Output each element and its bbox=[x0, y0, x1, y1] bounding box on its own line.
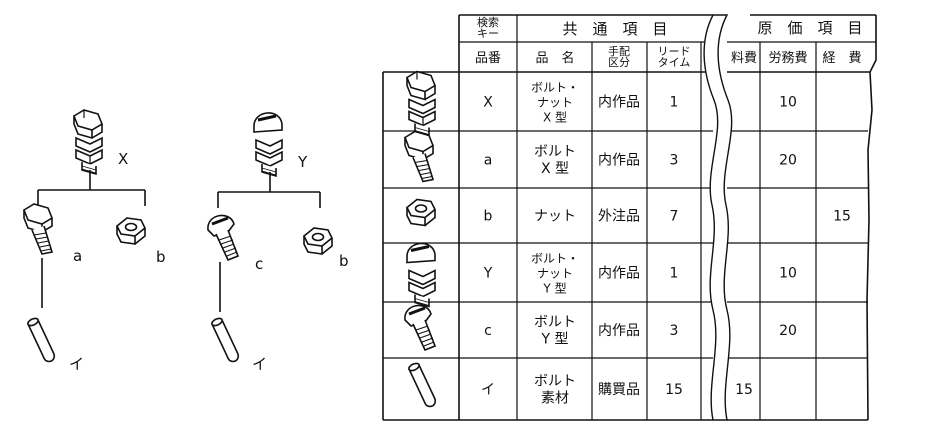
parts-master-table: 検索キー 共 通 項 目 原 価 項 目 品番 品 名 手配区分 リードタイム … bbox=[382, 14, 877, 421]
table-row: イ ボルト素材 購買品 15 15 bbox=[406, 361, 753, 408]
cell-arrangement: 外注品 bbox=[598, 209, 640, 225]
tree-y-branch-lines bbox=[217, 172, 321, 208]
nut-icon bbox=[303, 227, 333, 255]
round-bolt-icon bbox=[206, 213, 240, 262]
cell-expense: 15 bbox=[833, 209, 851, 225]
tree-x-branch-lines bbox=[37, 170, 146, 206]
cell-lead-time: 3 bbox=[670, 153, 679, 169]
cell-labor-cost: 10 bbox=[779, 266, 797, 282]
cell-labor-cost: 10 bbox=[779, 95, 797, 111]
tree-x-child-label-a: a bbox=[73, 247, 82, 265]
cell-lead-time: 3 bbox=[670, 323, 679, 339]
cell-lead-time: 7 bbox=[670, 209, 679, 225]
round-bolt-nut-icon bbox=[405, 241, 437, 308]
header-part-name: 品 名 bbox=[535, 50, 574, 66]
header-expense: 経 費 bbox=[822, 51, 861, 66]
header-arrangement: 手配区分 bbox=[608, 44, 630, 69]
header-material-cost: 料費 bbox=[731, 51, 757, 66]
bolt-icon bbox=[404, 130, 434, 183]
rod-material-icon bbox=[406, 361, 437, 408]
header-group-common: 共 通 項 目 bbox=[562, 20, 667, 38]
table-break-mark bbox=[703, 14, 733, 421]
cell-lead-time: 1 bbox=[670, 266, 679, 282]
cell-part-name: ナット bbox=[534, 209, 576, 225]
cell-part-no: X bbox=[483, 95, 493, 111]
rod-material-icon bbox=[25, 316, 56, 363]
table-row: b ナット 外注品 7 15 bbox=[406, 198, 851, 227]
nut-icon bbox=[116, 217, 146, 245]
header-part-no: 品番 bbox=[475, 51, 501, 66]
header-group-cost: 原 価 項 目 bbox=[757, 19, 862, 37]
cell-part-no: a bbox=[484, 153, 493, 169]
cell-labor-cost: 20 bbox=[779, 153, 797, 169]
cell-lead-time: 15 bbox=[665, 382, 683, 398]
bolt-nut-icon bbox=[73, 109, 103, 175]
cell-part-no: イ bbox=[481, 382, 495, 398]
cell-material-cost: 15 bbox=[735, 382, 753, 398]
tree-x-parent-label: X bbox=[118, 150, 128, 168]
cell-arrangement: 内作品 bbox=[598, 95, 640, 111]
cell-part-no: c bbox=[484, 323, 492, 339]
cell-arrangement: 購買品 bbox=[598, 382, 640, 398]
bolt-icon bbox=[23, 203, 53, 255]
bom-tree-x: X a b イ bbox=[23, 109, 166, 373]
cell-arrangement: 内作品 bbox=[598, 153, 640, 169]
nut-icon bbox=[406, 198, 436, 227]
tree-x-child-label-b: b bbox=[156, 248, 166, 266]
header-labor-cost: 労務費 bbox=[768, 51, 807, 66]
cell-part-no: Y bbox=[483, 266, 493, 282]
rod-material-icon bbox=[209, 316, 240, 363]
cell-arrangement: 内作品 bbox=[598, 266, 640, 282]
cell-part-name: ボルト素材 bbox=[534, 374, 576, 407]
cell-labor-cost: 20 bbox=[779, 323, 797, 339]
cell-lead-time: 1 bbox=[670, 95, 679, 111]
tree-y-material-label: イ bbox=[252, 355, 267, 373]
tree-y-parent-label: Y bbox=[297, 153, 308, 171]
round-bolt-nut-icon bbox=[252, 111, 284, 178]
cell-arrangement: 内作品 bbox=[598, 323, 640, 339]
cell-part-no: b bbox=[484, 209, 493, 225]
tree-y-child-label-c: c bbox=[255, 255, 263, 273]
header-lead-time: リードタイム bbox=[658, 45, 691, 69]
bolt-nut-icon bbox=[406, 70, 436, 137]
round-bolt-icon bbox=[403, 303, 437, 352]
header-search-key: 検索キー bbox=[477, 15, 499, 40]
tree-y-child-label-b: b bbox=[339, 252, 349, 270]
tree-x-material-label: イ bbox=[69, 355, 84, 373]
bom-tree-y: Y c b イ bbox=[206, 111, 349, 373]
